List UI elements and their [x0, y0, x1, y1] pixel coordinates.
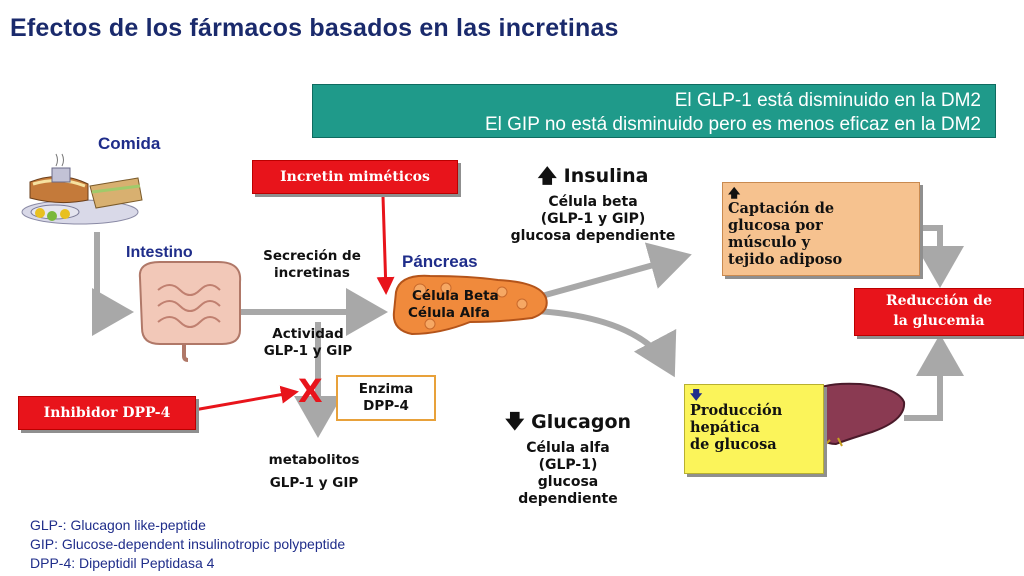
metabolitos-line-2: GLP-1 y GIP	[269, 475, 359, 491]
banner-line-1: El GLP-1 está disminuido en la DM2	[674, 90, 981, 111]
label-secrecion: Secreción de incretinas	[242, 248, 382, 282]
glucagon-line-1: Célula alfa	[526, 440, 610, 456]
reduccion-glucemia-box: Reducción de la glucemia	[854, 288, 1024, 336]
arrow-incretin-to-pancreas	[376, 195, 395, 295]
label-actividad: Actividad GLP-1 y GIP	[238, 326, 378, 360]
down-arrow-icon: 🡇	[504, 411, 525, 433]
arrow-food-to-intestine	[92, 232, 134, 336]
insulina-line-3: glucosa dependiente	[510, 228, 676, 244]
captacion-line-4: tejido adiposo	[728, 251, 843, 268]
arrow-uptake-to-reduction	[916, 225, 964, 288]
arrow-pancreas-to-uptake	[519, 242, 692, 305]
legend-line-3: DPP-4: Dipeptidil Peptidasa 4	[30, 555, 215, 571]
captacion-up-arrow-icon: 🡅	[728, 186, 741, 200]
glucagon-line-3: glucosa	[537, 474, 599, 490]
legend-line-1: GLP-: Glucagon like-peptide	[30, 517, 206, 533]
incretin-mimeticos-box: Incretin miméticos	[252, 160, 458, 194]
produccion-line-1: Producción	[690, 402, 783, 419]
metabolitos-line-1: metabolitos	[268, 452, 360, 468]
label-celulas: Célula Beta Célula Alfa	[404, 288, 524, 322]
captacion-box: 🡅 Captación de glucosa por músculo y tej…	[722, 182, 920, 276]
abbreviation-legend: GLP-: Glucagon like-peptide GIP: Glucose…	[30, 516, 345, 573]
intestine-icon	[138, 261, 242, 362]
enzima-line-2: DPP-4	[363, 398, 409, 414]
captacion-line-3: músculo y	[728, 234, 811, 251]
celula-beta-label: Célula Beta	[412, 288, 499, 304]
label-comida: Comida	[98, 134, 161, 153]
up-arrow-icon: 🡅	[537, 165, 558, 187]
insulina-block: 🡅 Insulina Célula beta (GLP-1 y GIP) glu…	[482, 162, 704, 245]
glucagon-line-4: dependiente	[518, 491, 618, 507]
label-intestino: Intestino	[126, 244, 193, 261]
actividad-line-2: GLP-1 y GIP	[263, 343, 353, 359]
insulina-line-2: (GLP-1 y GIP)	[540, 211, 646, 227]
food-plate-icon	[21, 153, 143, 225]
insulina-title: Insulina	[563, 165, 649, 187]
enzima-dpp4-box: Enzima DPP-4	[336, 375, 436, 421]
reduccion-line-1: Reducción de	[886, 293, 992, 309]
block-x-mark: X	[298, 372, 323, 410]
captacion-line-1: Captación de	[728, 200, 835, 217]
banner-line-2: El GIP no está disminuido pero es menos …	[484, 114, 981, 135]
arrow-inhibitor-to-x	[193, 385, 299, 412]
arrow-liver-to-reduction	[904, 334, 964, 421]
label-metabolitos: metabolitos GLP-1 y GIP	[244, 452, 384, 492]
legend-line-2: GIP: Glucose-dependent insulinotropic po…	[30, 536, 346, 552]
page-title: Efectos de los fármacos basados en las i…	[10, 14, 619, 42]
celula-alfa-label: Célula Alfa	[408, 305, 490, 321]
info-banner: El GLP-1 está disminuido en la DM2 El GI…	[312, 84, 996, 138]
captacion-line-2: glucosa por	[728, 217, 823, 234]
produccion-line-3: de glucosa	[690, 436, 777, 453]
label-pancreas: Páncreas	[402, 252, 478, 271]
secrecion-line-2: incretinas	[274, 265, 350, 281]
glucagon-title: Glucagon	[531, 411, 632, 433]
pancreas-icon	[392, 274, 548, 336]
inhibidor-dpp4-box: Inhibidor DPP-4	[18, 396, 196, 430]
produccion-box: 🡇 Producción hepática de glucosa	[684, 384, 824, 474]
reduccion-line-2: la glucemia	[893, 313, 985, 329]
enzima-line-1: Enzima	[358, 381, 414, 397]
arrow-pancreas-to-liver	[511, 307, 677, 378]
actividad-line-1: Actividad	[272, 326, 344, 342]
secrecion-line-1: Secreción de	[263, 248, 361, 264]
produccion-down-arrow-icon: 🡇	[690, 388, 703, 402]
glucagon-line-2: (GLP-1)	[538, 457, 598, 473]
glucagon-block: 🡇 Glucagon Célula alfa (GLP-1) glucosa d…	[478, 408, 658, 508]
insulina-line-1: Célula beta	[548, 194, 638, 210]
produccion-line-2: hepática	[690, 419, 760, 436]
